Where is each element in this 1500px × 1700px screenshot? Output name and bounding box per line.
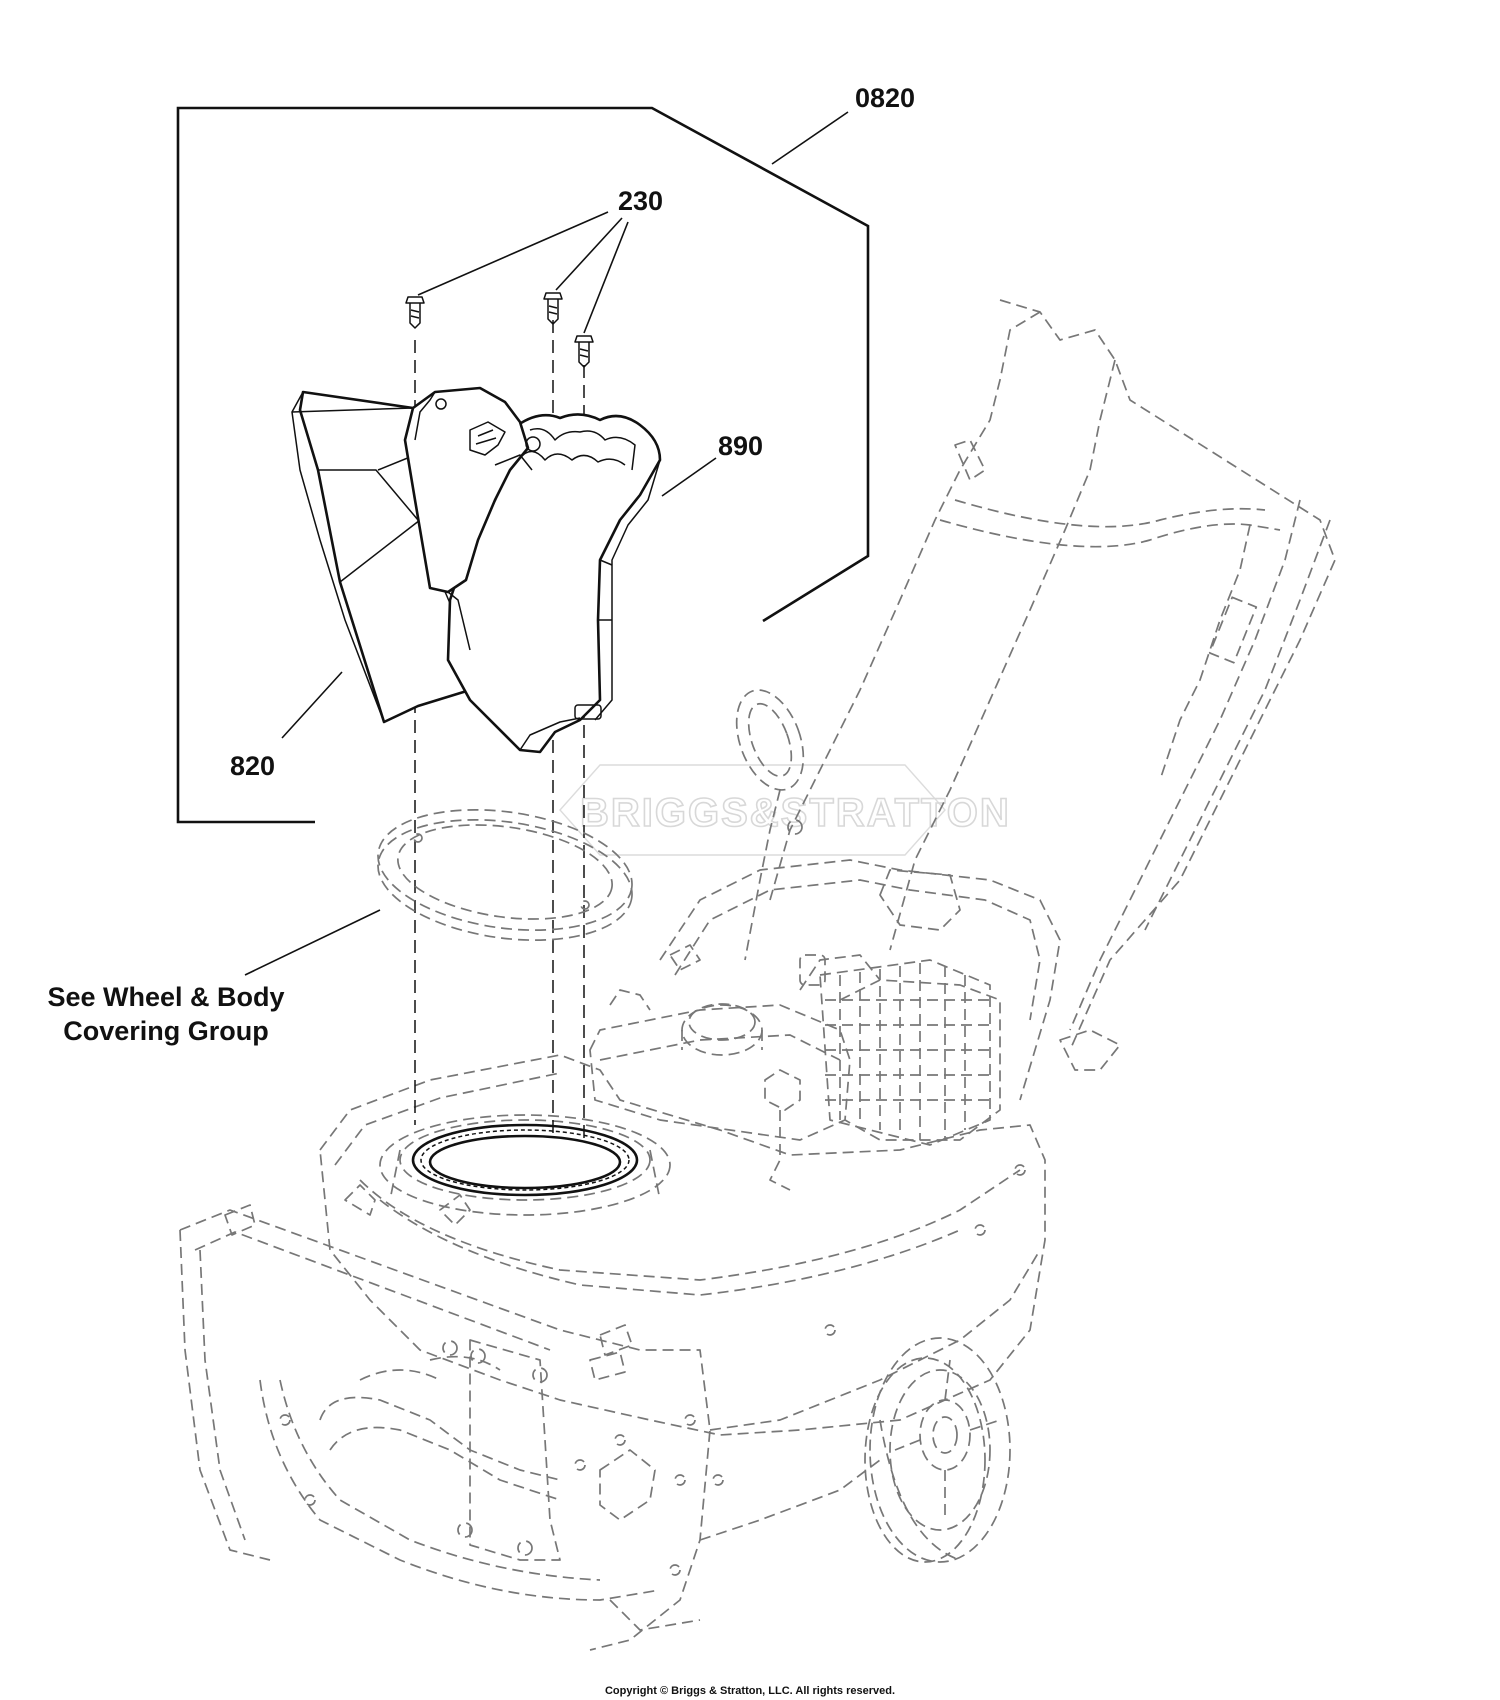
callout-bolts: 230 xyxy=(618,186,663,216)
copyright-text: Copyright © Briggs & Stratton, LLC. All … xyxy=(605,1685,895,1697)
callout-assembly: 0820 xyxy=(855,83,915,113)
bolt-icon xyxy=(574,335,594,368)
snowblower-body-phantom xyxy=(179,299,1336,1651)
bolt-icon xyxy=(405,296,425,329)
callout-chute-deflector: 890 xyxy=(718,431,763,461)
reference-note-line1: See Wheel & Body xyxy=(47,982,284,1012)
wheel xyxy=(864,1337,1011,1563)
leader-lines xyxy=(244,111,849,976)
handle xyxy=(999,299,1336,1051)
engine-cover-grid xyxy=(819,959,991,1146)
watermark: BRIGGS&STRATTON xyxy=(559,764,1011,856)
reference-note-line2: Covering Group xyxy=(63,1016,269,1046)
bolt-icon xyxy=(543,292,563,325)
callout-chute: 820 xyxy=(230,751,275,781)
chute-deflector xyxy=(403,386,662,754)
assembly-frame xyxy=(176,106,870,824)
chute-ring-base xyxy=(379,1114,671,1216)
chute-ring xyxy=(377,809,633,941)
watermark-text: BRIGGS&STRATTON xyxy=(580,791,1011,835)
